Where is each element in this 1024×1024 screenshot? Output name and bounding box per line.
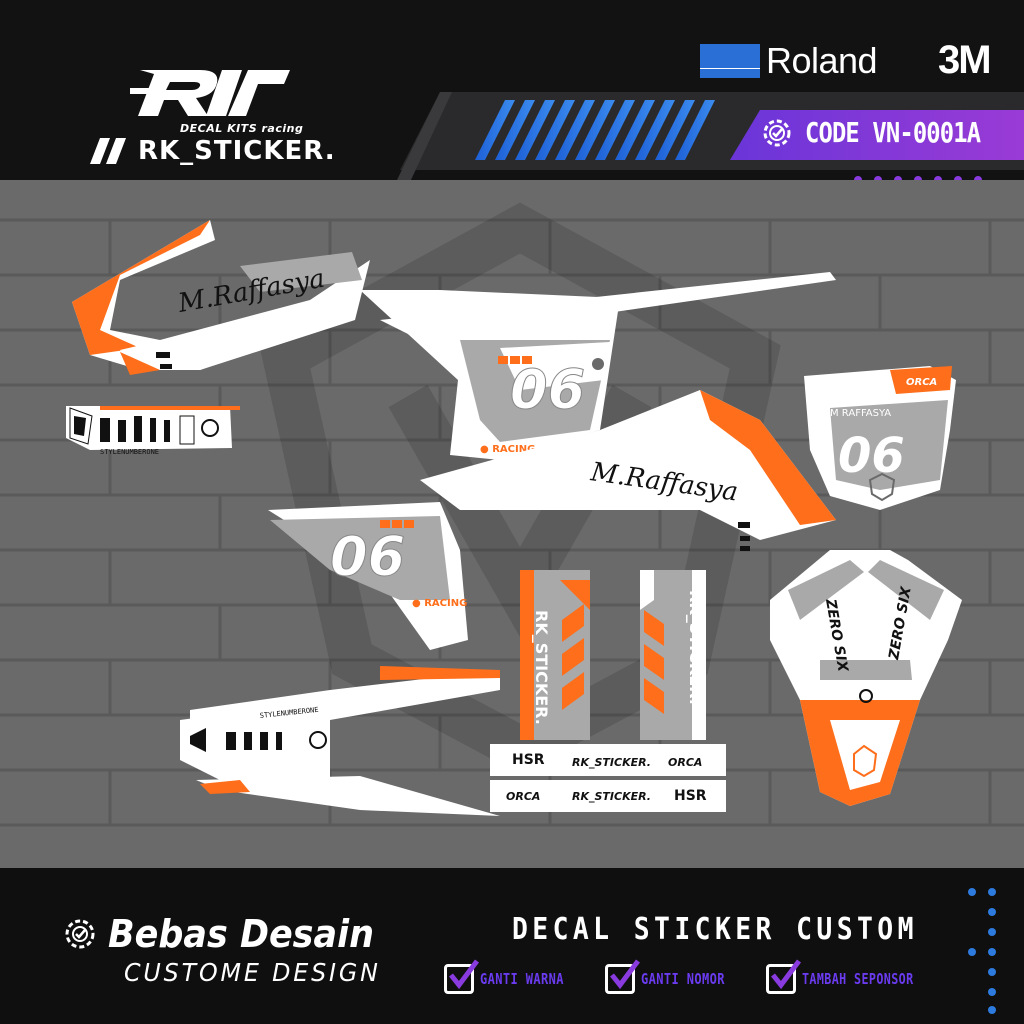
logo-name: RK_STICKER.: [90, 136, 336, 166]
svg-text:● RACING: ● RACING: [412, 598, 467, 609]
svg-text:RK_STICKER.: RK_STICKER.: [572, 790, 651, 803]
gear-check-icon: [65, 919, 95, 949]
side-panel-right: M.Raffasya: [420, 390, 836, 551]
svg-text:ORCA: ORCA: [506, 790, 540, 803]
free-design-badge: Bebas Desain: [62, 912, 397, 956]
option-ganti-warna: GANTI WARNA: [444, 959, 585, 994]
decal-preview-canvas: M.Raffasya STYLENUMBERONE 06 ● RACING M.…: [0, 180, 1024, 868]
svg-text:STYLENUMBERONE: STYLENUMBERONE: [100, 448, 159, 456]
plate-rider-name: M RAFFASYA: [830, 408, 891, 419]
code-banner: [730, 110, 1024, 160]
free-design-title: Bebas Desain: [108, 912, 374, 956]
svg-text:ORCA: ORCA: [668, 756, 702, 769]
custom-title: DECAL STICKER CUSTOM: [512, 912, 918, 947]
rear-fender: ZERO SIX ZERO SIX: [770, 550, 962, 806]
number-text: 06: [510, 358, 585, 421]
3m-logo: 3M: [938, 38, 992, 82]
plate-number-text: 06: [838, 428, 905, 484]
sponsor-strip-2: ORCA RK_STICKER. HSR: [490, 780, 726, 812]
slash-icon: [90, 138, 126, 164]
roland-logo: Roland: [700, 40, 878, 82]
sponsor-strip-1: HSR RK_STICKER. ORCA: [490, 744, 726, 776]
front-shroud-upper-left: M.Raffasya: [72, 220, 370, 375]
gear-check-icon: [763, 119, 791, 147]
checkbox-checked-icon: [604, 959, 640, 994]
blue-stripes-decoration: [475, 100, 715, 160]
rear-side-panel-left: STYLENUMBERONE: [180, 666, 500, 816]
product-code: CODE VN-0001A: [805, 116, 981, 149]
roland-mark-icon: [700, 44, 760, 78]
checkbox-checked-icon: [444, 959, 479, 994]
svg-text:HSR: HSR: [674, 788, 707, 804]
blue-dots-decoration: [968, 888, 996, 1014]
logo-tagline: DECAL KITS racing: [180, 122, 304, 135]
radiator-shroud-left: 06 ● RACING: [268, 502, 468, 650]
footer: Bebas Desain CUSTOME DESIGN DECAL STICKE…: [0, 868, 1024, 1024]
radiator-shroud-center: 06 ● RACING: [360, 290, 620, 460]
side-panel-left-upper: STYLENUMBERONE: [66, 406, 240, 456]
checkbox-checked-icon: [765, 959, 801, 994]
brand-logo: DECAL KITS racing RK_STICKER.: [90, 60, 350, 170]
decal-kit: M.Raffasya STYLENUMBERONE 06 ● RACING M.…: [66, 220, 962, 816]
svg-text:HSR: HSR: [512, 752, 545, 768]
svg-text:RK_STICKER.: RK_STICKER.: [686, 590, 705, 705]
header: DECAL KITS racing RK_STICKER. Roland 3M: [0, 0, 1024, 206]
fork-guard-left: RK_STICKER.: [520, 570, 590, 740]
custom-options: GANTI WARNA GANTI NOMOR TAMBAH SEPONSOR: [444, 959, 945, 994]
logo-mark-icon: [130, 70, 290, 116]
svg-text:● RACING: ● RACING: [480, 444, 535, 455]
free-design-subtitle: CUSTOME DESIGN: [124, 958, 381, 987]
svg-text:RK_STICKER.: RK_STICKER.: [572, 756, 651, 769]
front-number-plate: M RAFFASYA 06 ORCA: [804, 366, 956, 510]
option-tambah-seponsor: TAMBAH SEPONSOR: [765, 959, 945, 994]
fork-guard-right: RK_STICKER.: [640, 570, 706, 740]
left-number-text: 06: [330, 525, 405, 588]
svg-text:ORCA: ORCA: [906, 377, 937, 388]
option-ganti-nomor: GANTI NOMOR: [604, 959, 746, 994]
svg-text:RK_STICKER.: RK_STICKER.: [532, 610, 551, 725]
